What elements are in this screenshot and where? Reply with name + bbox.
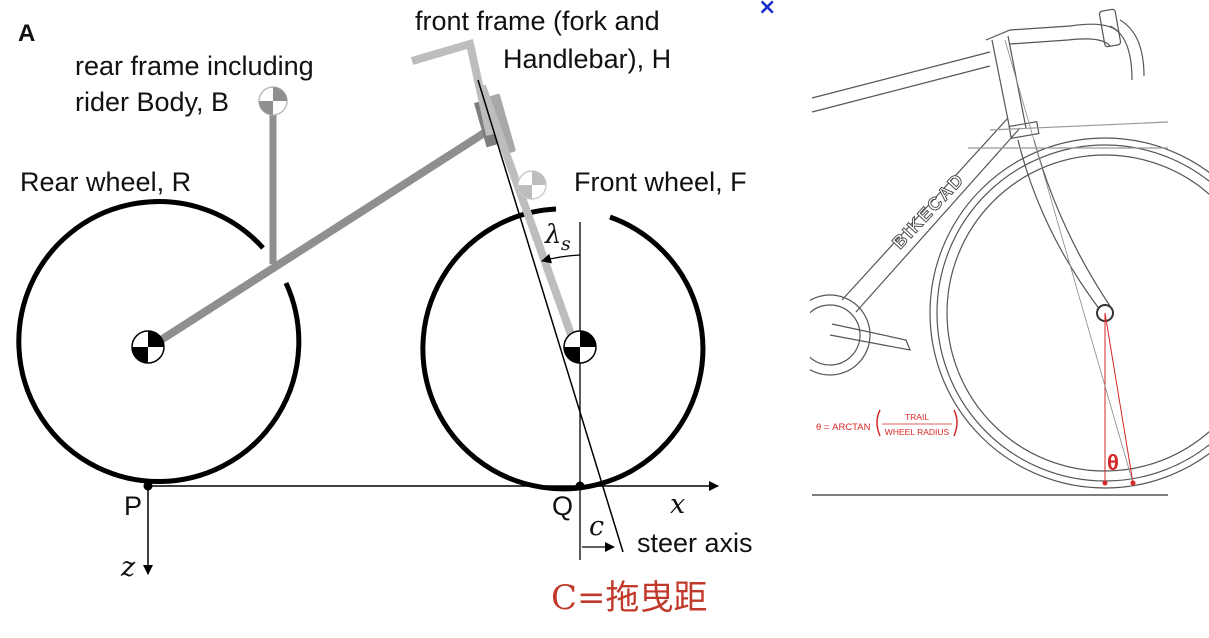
point-q-label: Q bbox=[552, 491, 573, 521]
top-tube bbox=[811, 51, 991, 99]
bicycle-model-diagram: A front frame (f bbox=[16, 6, 753, 618]
front-wheel-label: Front wheel, F bbox=[574, 167, 747, 197]
theta-label: θ bbox=[1107, 450, 1119, 475]
rear-wheel-label: Rear wheel, R bbox=[20, 167, 191, 197]
panel-label: A bbox=[18, 20, 35, 47]
formula-prefix: θ = ARCTAN bbox=[816, 422, 871, 433]
lambda-arc bbox=[541, 253, 581, 264]
steering-axis-line bbox=[1004, 39, 1134, 484]
head-tube bbox=[991, 39, 1011, 131]
formula-denominator: WHEEL RADIUS bbox=[885, 427, 950, 437]
rear-frame-label-line2: rider Body, B bbox=[75, 87, 229, 117]
rear-frame-mass-icon bbox=[258, 86, 288, 116]
headset-clamp bbox=[488, 93, 516, 155]
contact-point-p bbox=[143, 481, 153, 491]
steer-axis-label: steer axis bbox=[637, 528, 753, 558]
front-frame-mass-icon bbox=[517, 170, 547, 200]
formula-numerator: TRAIL bbox=[905, 412, 929, 422]
bikecad-logo: BIKECAD bbox=[888, 169, 968, 253]
caption-trail: C=拖曳距 bbox=[551, 578, 708, 618]
steer-axis-line bbox=[477, 79, 624, 553]
lambda-label: λ bbox=[544, 220, 561, 250]
brake-lever bbox=[1098, 8, 1122, 48]
rear-frame-label-line1: rear frame including bbox=[75, 51, 314, 81]
contact-point-q bbox=[575, 481, 585, 491]
point-p-label: P bbox=[124, 491, 142, 521]
front-frame-label-line2: Handlebar), H bbox=[503, 44, 671, 74]
z-axis-label: z bbox=[120, 552, 136, 583]
rear-wheel-mass-icon bbox=[131, 330, 165, 364]
handlebar-drawing bbox=[985, 23, 1121, 41]
front-wheel-rim bbox=[929, 137, 1209, 489]
trail-angle bbox=[1104, 312, 1134, 484]
rear-frame-tube bbox=[147, 124, 495, 351]
bikecad-drawing: BIKECAD θ θ = ARCTAN TRAIL WHEEL RADIUS bbox=[789, 0, 1209, 633]
lambda-subscript: s bbox=[561, 233, 571, 255]
front-wheel-mass-icon bbox=[563, 330, 597, 364]
rear-wheel bbox=[16, 199, 302, 484]
crank-arm bbox=[829, 323, 911, 351]
trail-c-label: c bbox=[589, 511, 604, 542]
x-axis-label: x bbox=[670, 489, 685, 520]
trail-point-b bbox=[1130, 480, 1136, 486]
handlebar bbox=[410, 38, 494, 136]
close-icon[interactable]: × bbox=[758, 0, 777, 20]
front-fork bbox=[478, 84, 577, 342]
trail-point-a bbox=[1102, 480, 1108, 486]
fork-blade bbox=[1017, 139, 1101, 311]
front-frame-label-line1: front frame (fork and bbox=[415, 6, 660, 36]
front-wheel bbox=[420, 206, 706, 492]
